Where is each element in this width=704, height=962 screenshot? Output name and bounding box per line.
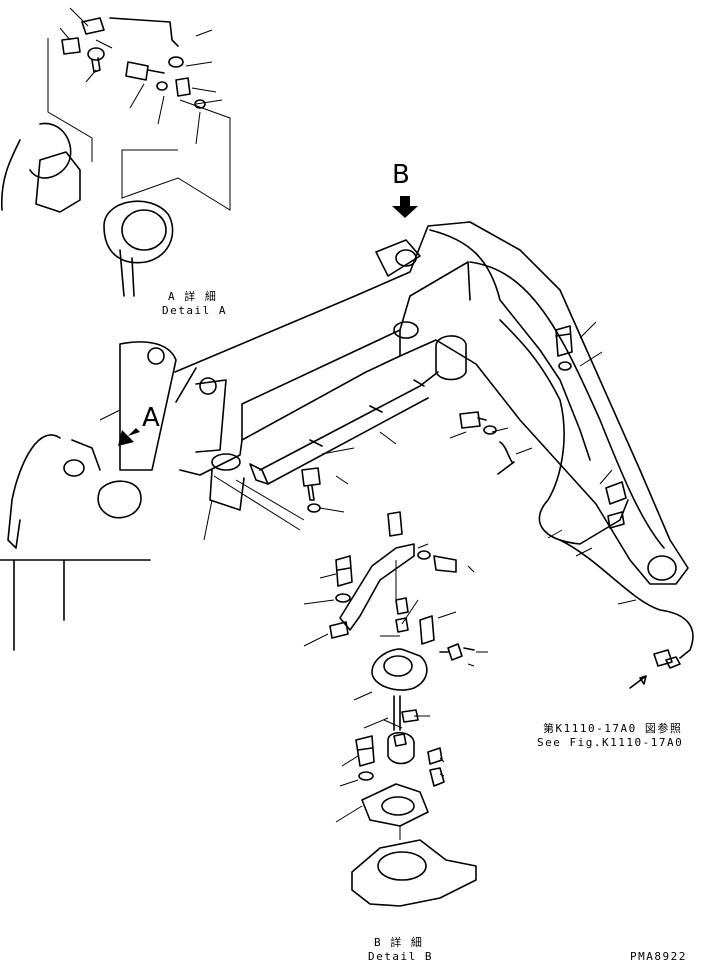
reference-en-label: See Fig.K1110-17A0 (537, 736, 684, 749)
boom-foot-box (175, 367, 227, 453)
detail-b-assembly-lines (380, 560, 419, 840)
linkage-pin (63, 459, 85, 477)
base-frame (0, 559, 151, 651)
small-parts-b (393, 709, 419, 747)
washer-mid-left (307, 503, 321, 513)
washer-part-a (156, 81, 168, 91)
block-part-a (61, 37, 81, 55)
view-arrow-b (392, 196, 418, 218)
clip-part-b (329, 621, 349, 639)
boom-foot-plate (119, 341, 177, 471)
boom-tip-pin (647, 555, 677, 581)
washer-mid-right (483, 425, 497, 435)
harness-cable (559, 539, 694, 659)
detail-a-frame-lines (47, 38, 231, 211)
foot-boss-cyl (209, 469, 245, 511)
detail-a-en-label: Detail A (162, 304, 227, 317)
arm-linkage (7, 434, 101, 549)
clip-mid-right (497, 441, 515, 475)
elbow-part-a (175, 77, 191, 97)
bracket-part-b (339, 543, 415, 631)
harness-routing (429, 229, 629, 545)
boom-outline (174, 221, 689, 585)
mount-frame-b (351, 839, 477, 907)
washer-upper-right (558, 361, 572, 371)
bolt-part-b (125, 61, 165, 81)
foot-pin-hole-a (147, 347, 165, 365)
leader-lines-a (59, 7, 223, 145)
boss-cylinder-a (103, 200, 174, 264)
mount-boss-b (383, 655, 413, 677)
view-marker-b: B (392, 160, 410, 190)
mount-frame-hole-b (377, 851, 427, 881)
boom-curve-inner (469, 261, 665, 549)
foot-boss (97, 480, 142, 519)
pipe-clamp-boss (435, 335, 467, 381)
view-marker-a: A (142, 403, 160, 433)
foot-pin-hole-b (199, 377, 217, 395)
washer-part-e (358, 771, 374, 781)
reference-arrow (629, 675, 647, 689)
bolt-upper-right (555, 325, 573, 357)
plate-b (361, 783, 429, 827)
foot-boss-top (211, 453, 241, 471)
bolt-part-e (419, 615, 435, 645)
boss-legs-a (119, 249, 135, 297)
connector-part-b (439, 643, 475, 661)
damper-b (387, 731, 415, 765)
washer-part-d (417, 550, 431, 560)
mount-base-b (371, 648, 428, 691)
bushing-parts-b (395, 597, 409, 633)
boom-assembly (0, 221, 694, 669)
detail-b-group (303, 511, 488, 907)
leader-lines-right (319, 321, 637, 605)
bolt-part-f (355, 735, 375, 767)
plate-hole-b (381, 796, 415, 816)
bolt-mid-right (459, 411, 487, 429)
leader-lines-b (303, 543, 488, 823)
bolt-part-a (87, 47, 105, 73)
bolt-part-d (433, 555, 457, 573)
nut-part-a (168, 56, 184, 68)
tube-part-a (109, 17, 179, 47)
boom-tube-lower (259, 371, 439, 485)
tube-clamps (249, 379, 425, 485)
boom-top-edge (241, 261, 471, 441)
drawing-code: PMA8922 (630, 950, 687, 962)
view-arrow-a (118, 428, 140, 446)
washer-part-c (335, 593, 351, 603)
boom-pin-top (395, 249, 417, 267)
reference-jp-label: 第K1110-17A0 図参照 (543, 722, 683, 735)
harness-connectors (605, 481, 627, 529)
clamp-part-a (81, 17, 105, 35)
pin-boss-a (35, 151, 81, 213)
bracket-b (375, 239, 421, 277)
boss-cylinder-face-a (121, 209, 167, 251)
detail-a-group (0, 7, 231, 297)
bolt-mid-left (301, 467, 321, 501)
detail-a-jp-label: A 詳 細 (168, 290, 218, 303)
detail-b-en-label: Detail B (368, 950, 433, 962)
reference-connector (653, 649, 681, 669)
detail-b-jp-label: B 詳 細 (374, 936, 424, 949)
boom-pin-mid (393, 321, 419, 339)
nut-parts-b (427, 747, 445, 787)
washer-part-b (194, 99, 206, 109)
bolt-part-c (335, 555, 353, 587)
leader-lines-boom (99, 409, 397, 541)
pin-part-b (387, 511, 403, 537)
